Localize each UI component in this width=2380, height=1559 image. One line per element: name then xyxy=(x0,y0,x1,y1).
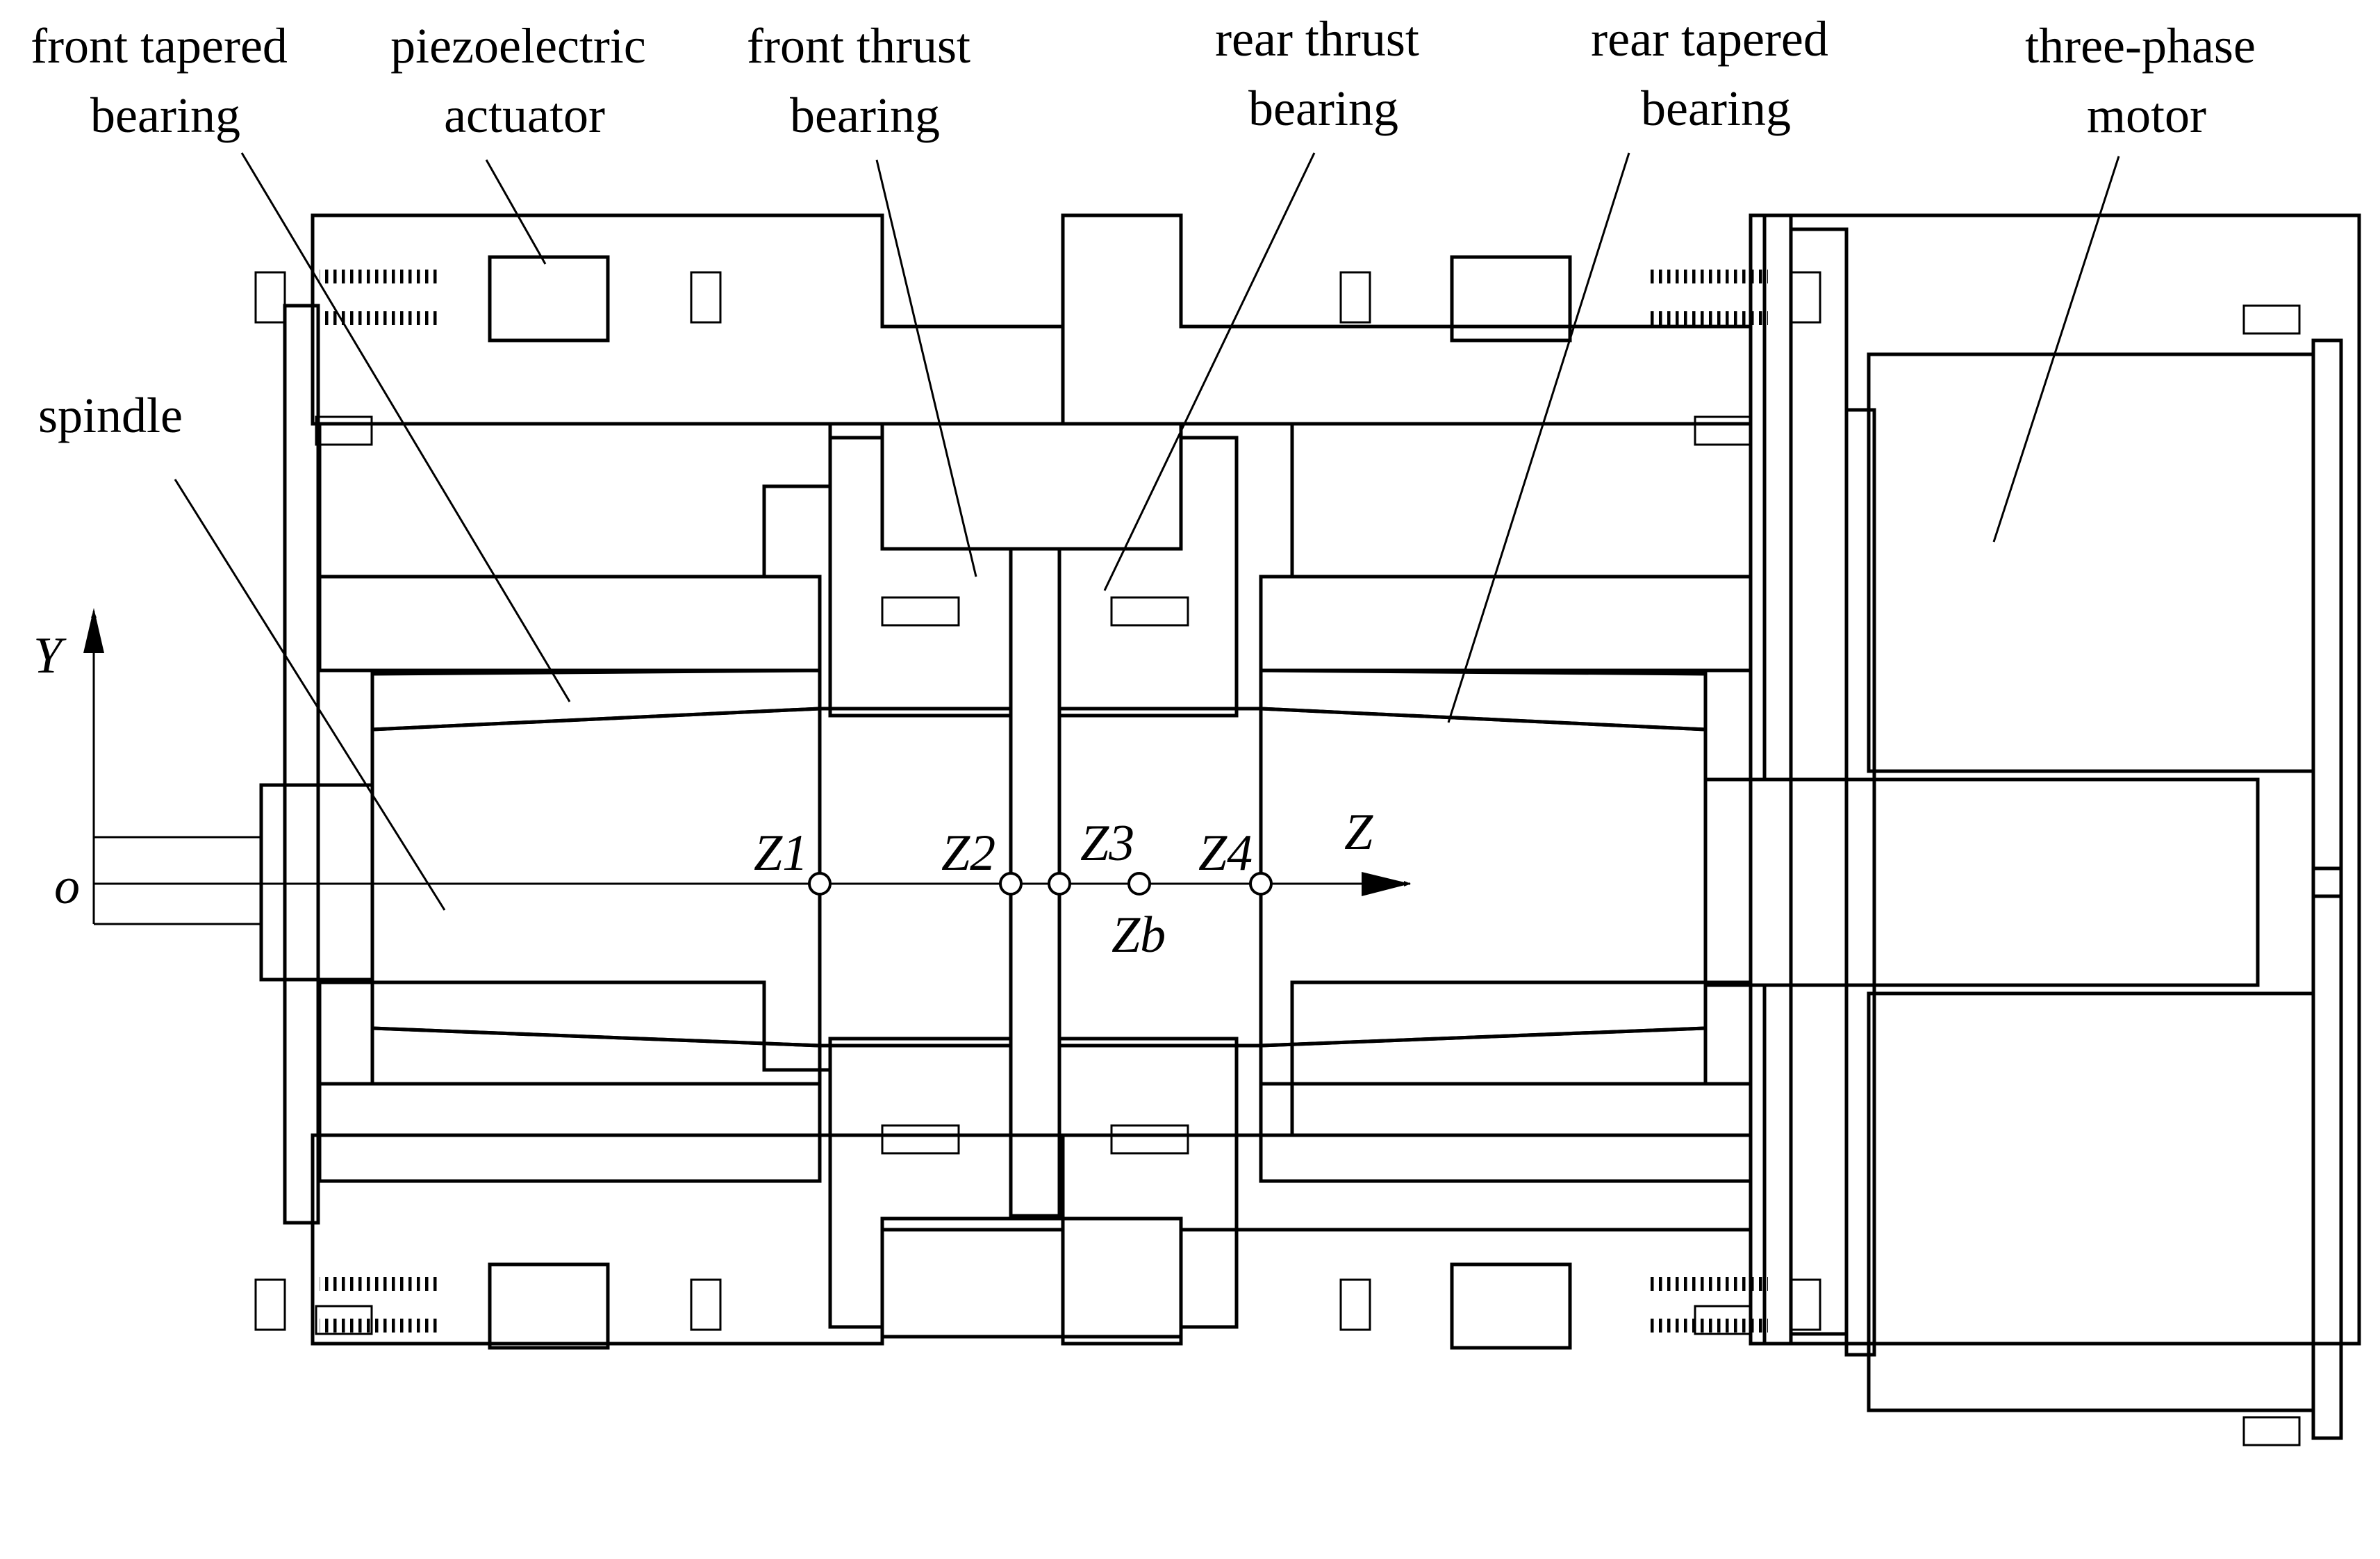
section-lines xyxy=(818,670,1262,1084)
z3-label: Z3 xyxy=(1080,815,1134,872)
label-rear-tapered-bearing: rear tapered bearing xyxy=(1591,11,1841,136)
y-axis-label: Y xyxy=(33,627,67,684)
piezo-actuators xyxy=(254,255,2301,1446)
z2-label: Z2 xyxy=(941,825,995,882)
label-front-thrust-bearing: front thrust bearing xyxy=(747,18,983,143)
point-z2 xyxy=(999,872,1023,896)
label-spindle: spindle xyxy=(38,388,183,443)
point-z4 xyxy=(1249,872,1273,896)
z4-label: Z4 xyxy=(1198,825,1253,882)
rear-tapered-bearing-body xyxy=(1259,575,1753,1183)
point-zb xyxy=(1127,872,1151,896)
coordinate-system: Y Z o Z1 Z2 Z3 Z4 Zb xyxy=(33,608,1411,964)
zb-label: Zb xyxy=(1112,907,1166,964)
callout-labels: front tapered bearing piezoelectric actu… xyxy=(31,11,2268,443)
front-thrust-bearing-body xyxy=(828,436,1013,1329)
front-tapered-bearing-body xyxy=(317,575,822,1183)
label-rear-thrust-bearing: rear thrust bearing xyxy=(1215,11,1432,136)
z-axis-label: Z xyxy=(1344,804,1373,861)
leader-lines xyxy=(174,152,2120,911)
rear-end-cap xyxy=(1749,213,1876,1357)
z1-label: Z1 xyxy=(754,825,808,882)
point-z1 xyxy=(808,872,832,896)
label-front-tapered-bearing: front tapered bearing xyxy=(31,18,300,143)
label-three-phase-motor: three-phase motor xyxy=(2025,18,2268,143)
housing xyxy=(311,213,1753,1346)
point-z3 xyxy=(1048,872,1071,896)
origin-label: o xyxy=(54,858,80,915)
motor-housing xyxy=(1762,213,2361,1440)
label-piezoelectric-actuator: piezoelectric actuator xyxy=(390,18,659,143)
